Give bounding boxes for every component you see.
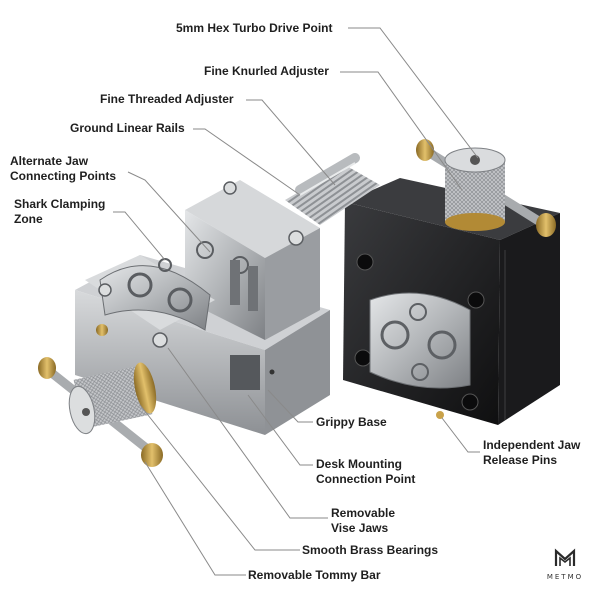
label-vise-jaws: Removable Vise Jaws [331,506,395,536]
label-desk-line1: Desk Mounting [316,457,402,471]
label-alt-jaw: Alternate Jaw Connecting Points [10,154,116,184]
metmo-logo: METMO [545,548,585,581]
label-desk-mount: Desk Mounting Connection Point [316,457,415,487]
threaded-rod-and-rails [285,153,380,225]
label-linear-rails: Ground Linear Rails [70,121,185,135]
leader-grippy-base [267,389,313,423]
leader-knurled-adjuster [340,71,463,191]
metmo-logo-text: METMO [546,573,584,581]
label-shark-line1: Shark Clamping [14,197,106,211]
label-grippy-base: Grippy Base [316,415,387,429]
label-release-line2: Release Pins [483,453,558,467]
label-release-pins: Independent Jaw Release Pins [483,438,580,468]
label-vise-line1: Removable [331,506,396,520]
leader-brass-bearings [139,404,300,551]
black-vise-block [343,178,560,425]
leader-alt-jaw [127,171,211,253]
label-release-line1: Independent Jaw [483,438,581,452]
leader-shark [113,211,166,261]
leader-lines [113,27,480,576]
label-shark-line2: Zone [14,212,43,226]
leader-threaded-adjuster [246,99,336,186]
label-alt-jaw-line2: Connecting Points [10,169,116,183]
leader-linear-rails [193,128,301,196]
label-alt-jaw-line1: Alternate Jaw [10,154,89,168]
label-threaded-adjuster: Fine Threaded Adjuster [100,92,234,106]
label-tommy-bar: Removable Tommy Bar [248,568,381,582]
metmo-logo-mark-icon [554,548,576,566]
label-vise-line2: Vise Jaws [331,521,389,535]
leader-desk-mount [247,394,313,466]
label-desk-line2: Connection Point [316,472,416,486]
label-brass-bearings: Smooth Brass Bearings [302,543,439,557]
label-knurled-adjuster: Fine Knurled Adjuster [204,64,329,78]
leader-hex-drive [348,27,479,159]
tommy-bar-assembly [38,324,163,467]
label-hex-drive: 5mm Hex Turbo Drive Point [176,21,333,35]
leader-vise-jaws [167,347,328,519]
label-shark-zone: Shark Clamping Zone [14,197,105,227]
leader-release-pins [441,417,480,453]
leader-tommy-bar [144,461,246,576]
